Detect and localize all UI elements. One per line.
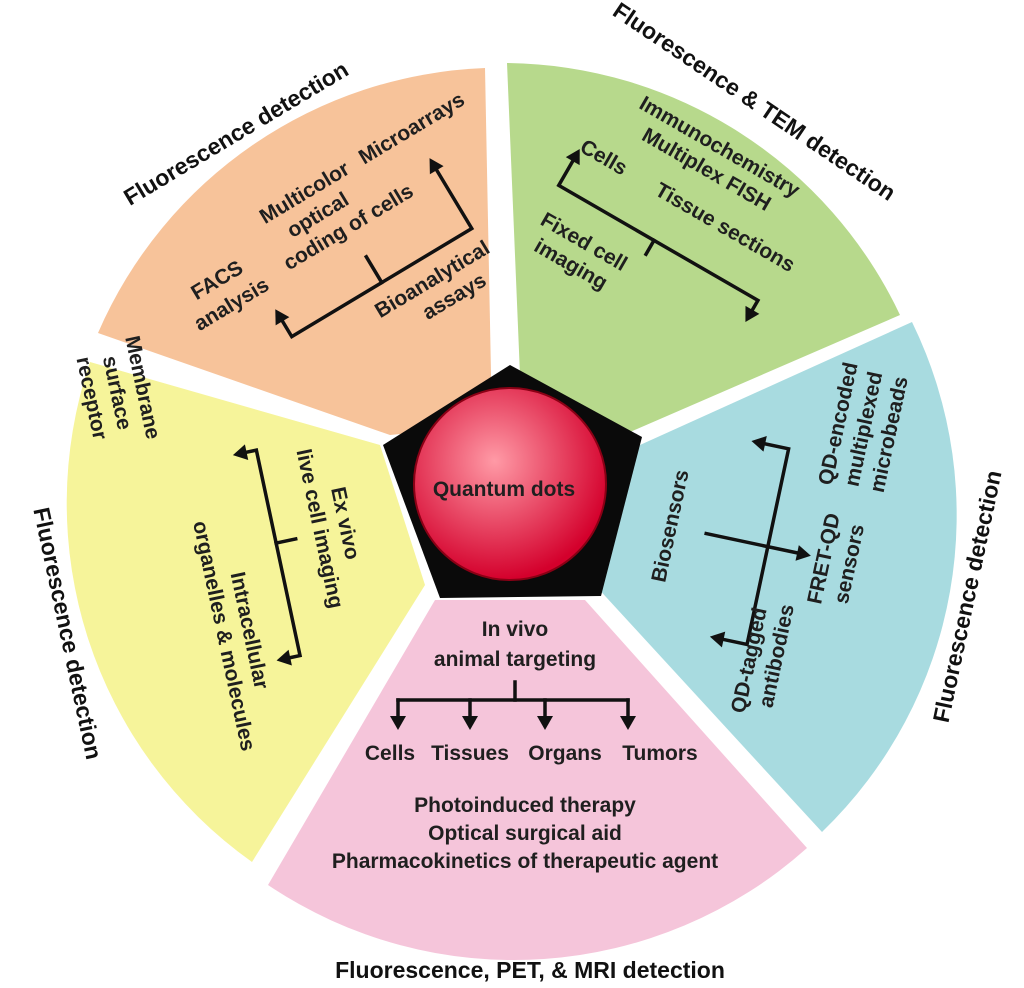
item-target-organs: Organs [528, 742, 602, 765]
blue-stem-line [704, 531, 800, 555]
blue-arrowhead-left [709, 631, 726, 648]
sector-pink [268, 600, 807, 961]
sector-yellow [66, 362, 426, 862]
green-arrowhead-left [565, 149, 580, 166]
center-label: Quantum dots [433, 478, 575, 501]
pink-arrowhead-4 [620, 716, 636, 730]
green-stem-line [643, 238, 657, 257]
pink-arrowhead-1 [390, 716, 406, 730]
pink-arrowhead-2 [462, 716, 478, 730]
detection-label-pink: Fluorescence, PET, & MRI detection [335, 957, 725, 983]
item-target-tumors: Tumors [622, 742, 697, 765]
blue-arrowhead-center [795, 545, 811, 561]
item-animal-targeting: animal targeting [434, 648, 596, 671]
orange-arrowhead-right [429, 158, 444, 175]
pink-sector-content: In vivo animal targeting Cells Tissues O… [332, 618, 718, 873]
item-in-vivo: In vivo [482, 618, 549, 641]
orange-stem-line [363, 254, 385, 285]
green-arrowhead-right [745, 305, 760, 323]
green-branch-line [556, 157, 761, 315]
quantum-dot-sphere [413, 387, 607, 581]
sector-blue [595, 322, 957, 832]
blue-arrowhead-right [751, 436, 767, 452]
pink-arrowhead-3 [537, 716, 553, 730]
item-photoinduced-therapy: Photoinduced therapy [414, 794, 636, 817]
sector-green [507, 63, 900, 432]
item-target-cells: Cells [365, 742, 415, 765]
yellow-arrowhead-left [232, 444, 249, 461]
orange-arrowhead-left [275, 309, 290, 326]
item-target-tissues: Tissues [431, 742, 509, 765]
item-optical-surgical-aid: Optical surgical aid [428, 822, 622, 845]
yellow-branch-line [244, 448, 303, 660]
item-pharmacokinetics: Pharmacokinetics of therapeutic agent [332, 850, 718, 873]
yellow-arrowhead-right [276, 649, 292, 666]
sector-orange [98, 68, 492, 435]
yellow-stem-line [274, 536, 298, 546]
